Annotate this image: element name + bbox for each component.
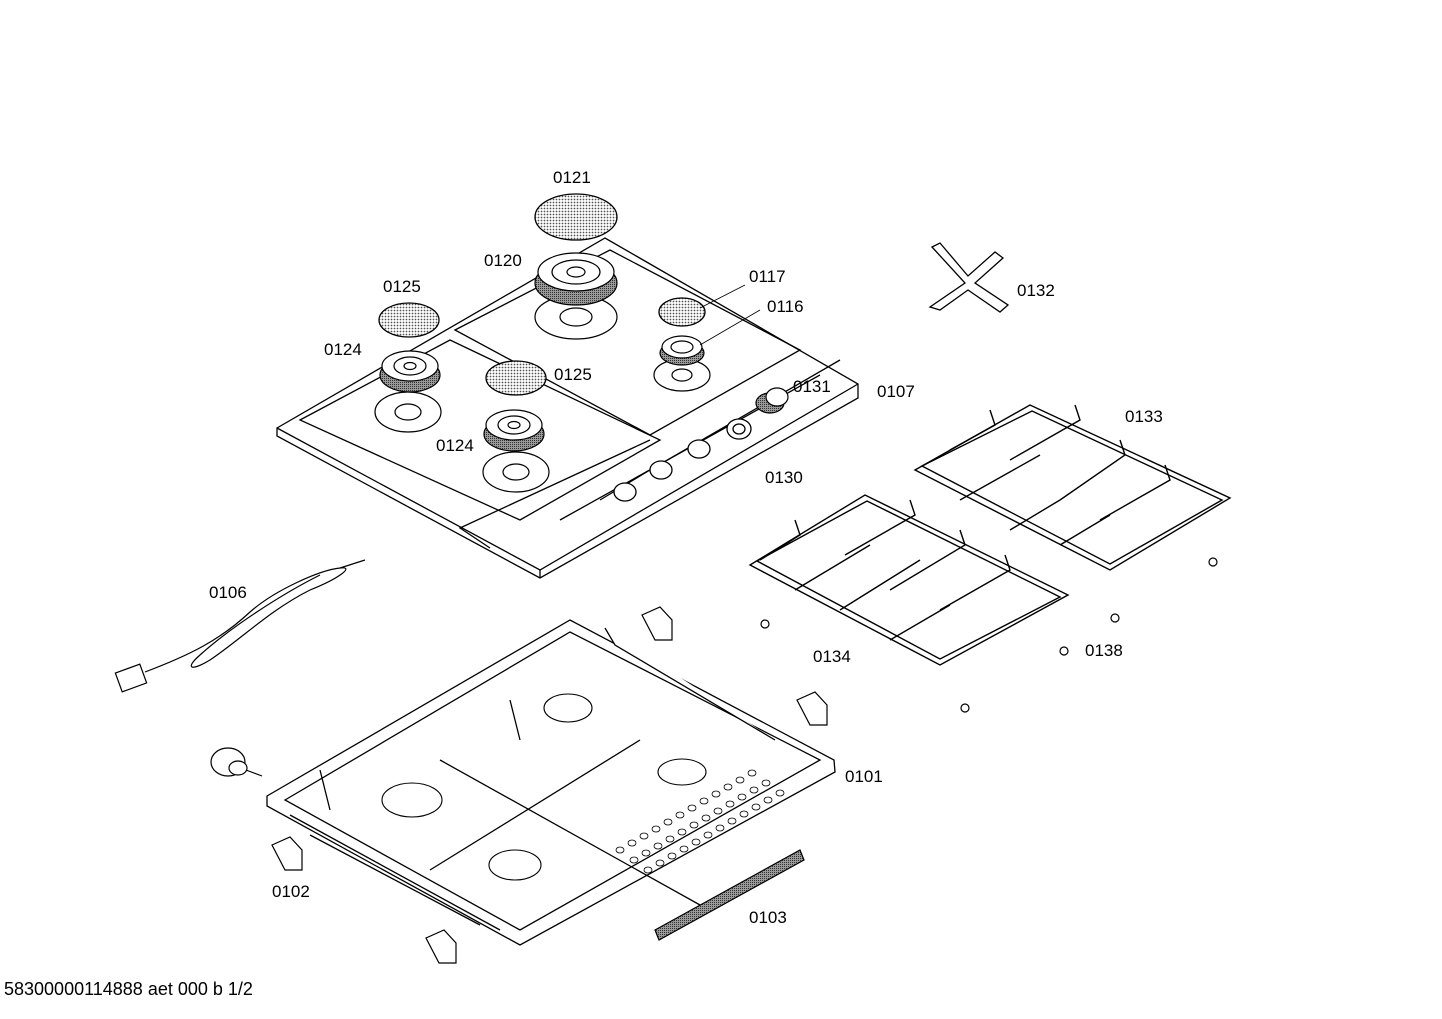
burner-caps (379, 194, 705, 395)
seal-strip (655, 850, 804, 940)
part-labels: 0121 0120 0117 0116 0125 0124 0125 0124 … (209, 168, 1163, 927)
burner-large (535, 253, 617, 305)
knob-holes (614, 419, 751, 501)
label-0133: 0133 (1125, 407, 1163, 426)
burner-seats (375, 295, 710, 492)
leader-lines (700, 285, 760, 345)
tray-vent-holes (616, 770, 784, 873)
pan-support-right (915, 405, 1230, 570)
label-0132: 0132 (1017, 281, 1055, 300)
tray-burner-cups (382, 694, 706, 880)
label-0138: 0138 (1085, 641, 1123, 660)
label-0125: 0125 (554, 365, 592, 384)
label-0107: 0107 (877, 382, 915, 401)
label-0134: 0134 (813, 647, 851, 666)
burner-small (660, 336, 704, 365)
label-0106: 0106 (209, 583, 247, 602)
label-0131: 0131 (793, 377, 831, 396)
label-0124: 0124 (436, 436, 474, 455)
label-0116: 0116 (767, 297, 804, 316)
pan-support-left (750, 495, 1068, 665)
label-0102: 0102 (272, 882, 310, 901)
mounting-clips (272, 607, 827, 963)
label-0121: 0121 (553, 168, 591, 187)
pan-support-small (930, 243, 1008, 312)
label-0124: 0124 (324, 340, 362, 359)
burner-heads (380, 253, 704, 451)
document-id: 58300000114888 aet 000 b 1/2 (4, 979, 253, 999)
label-0101: 0101 (845, 767, 883, 786)
gas-hose (115, 560, 365, 692)
label-0103: 0103 (749, 908, 787, 927)
label-0117: 0117 (749, 267, 786, 286)
gas-valve (211, 748, 262, 776)
burner-medium-front (484, 410, 544, 451)
burner-medium-left (380, 351, 440, 392)
label-0120: 0120 (484, 251, 522, 270)
rubber-feet (761, 558, 1217, 712)
control-knob (756, 388, 788, 413)
label-0125: 0125 (383, 277, 421, 296)
label-0130: 0130 (765, 468, 803, 487)
bottom-tray (267, 620, 835, 945)
